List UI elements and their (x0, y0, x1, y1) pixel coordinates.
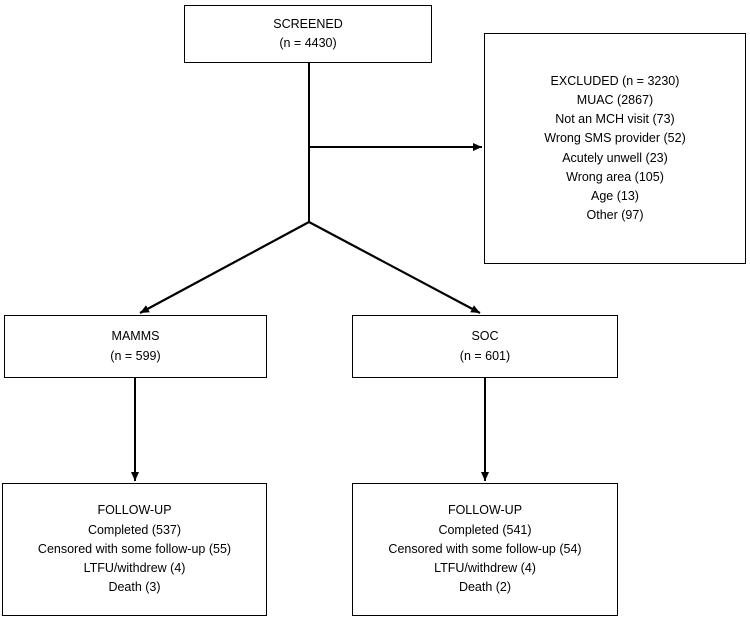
excluded-reason-wrong-sms-provider: Wrong SMS provider (52) (544, 131, 686, 146)
soc-arm-box: SOC (n = 601) (352, 315, 618, 378)
excluded-reason-not-mch-visit: Not an MCH visit (73) (555, 112, 675, 127)
followup-mamms-box: FOLLOW-UP Completed (537) Censored with … (2, 483, 267, 616)
excluded-reason-other: Other (97) (586, 208, 644, 223)
soc-title: SOC (471, 329, 499, 344)
followup-mamms-death: Death (3) (108, 580, 161, 595)
excluded-box: EXCLUDED (n = 3230) MUAC (2867) Not an M… (484, 33, 746, 264)
excluded-reason-acutely-unwell: Acutely unwell (23) (562, 150, 668, 165)
followup-soc-ltfu: LTFU/withdrew (4) (434, 561, 536, 576)
soc-count: (n = 601) (459, 348, 511, 363)
screened-box: SCREENED (n = 4430) (184, 5, 432, 63)
excluded-title: EXCLUDED (n = 3230) (550, 73, 680, 88)
followup-soc-box: FOLLOW-UP Completed (541) Censored with … (352, 483, 618, 616)
mamms-count: (n = 599) (110, 348, 161, 363)
excluded-reason-muac: MUAC (2867) (576, 92, 654, 107)
excluded-reason-age: Age (13) (591, 188, 639, 203)
screened-title: SCREENED (273, 16, 343, 31)
followup-mamms-censored: Censored with some follow-up (55) (37, 541, 232, 556)
followup-soc-censored: Censored with some follow-up (54) (388, 541, 582, 556)
followup-mamms-completed: Completed (537) (87, 522, 182, 537)
followup-soc-death: Death (2) (458, 580, 512, 595)
mamms-arm-box: MAMMS (n = 599) (4, 315, 267, 378)
followup-soc-completed: Completed (541) (438, 522, 532, 537)
screened-count: (n = 4430) (279, 36, 337, 50)
connector-mamms-arrow (139, 221, 310, 314)
followup-mamms-title: FOLLOW-UP (97, 503, 172, 518)
mamms-title: MAMMS (111, 329, 160, 344)
excluded-reason-wrong-area: Wrong area (105) (566, 169, 664, 184)
followup-soc-title: FOLLOW-UP (447, 503, 523, 518)
connector-soc-arrow (308, 221, 481, 314)
followup-mamms-ltfu: LTFU/withdrew (4) (83, 561, 186, 576)
